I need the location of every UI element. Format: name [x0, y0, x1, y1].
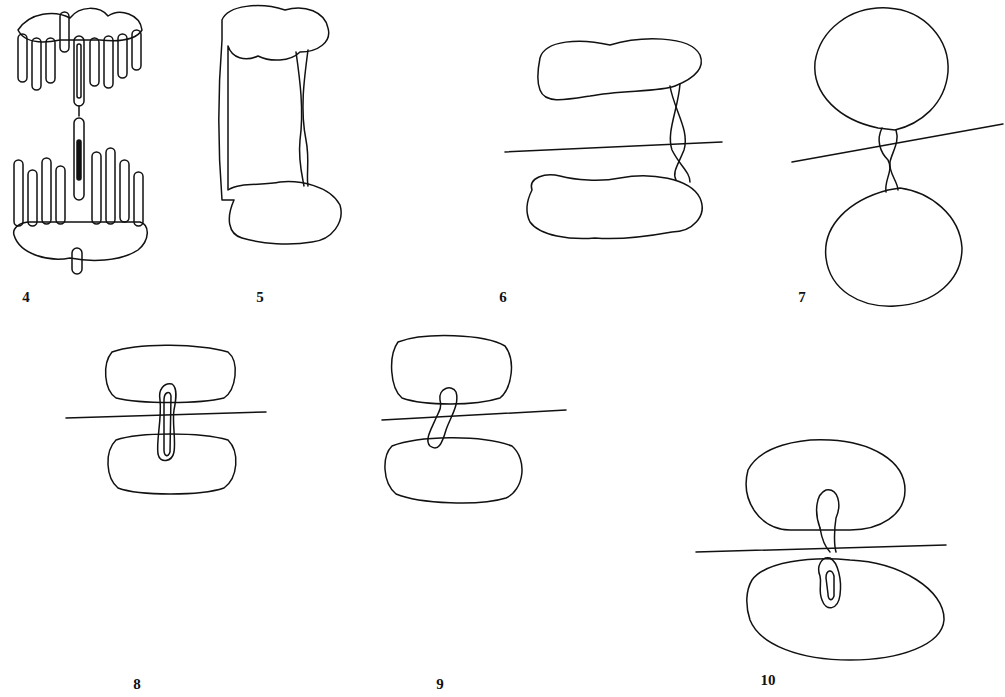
telophase-bridge-figure	[219, 6, 341, 244]
figure-number: 9	[436, 677, 444, 692]
figure-number: 10	[761, 673, 776, 688]
figure-number: 6	[499, 290, 507, 305]
figure-number: 5	[256, 290, 264, 305]
nuclei-bridge-figure	[792, 8, 1003, 306]
figure-number: 4	[22, 290, 30, 305]
nuclei-bridge-figure	[66, 345, 266, 494]
telophase-plate-figure	[505, 39, 722, 239]
figure-number: 8	[133, 677, 141, 692]
figure-number: 7	[798, 290, 806, 305]
nuclei-bridge-figure	[696, 440, 946, 660]
nuclei-bridge-figure	[382, 336, 566, 503]
anaphase-figure	[14, 8, 148, 274]
